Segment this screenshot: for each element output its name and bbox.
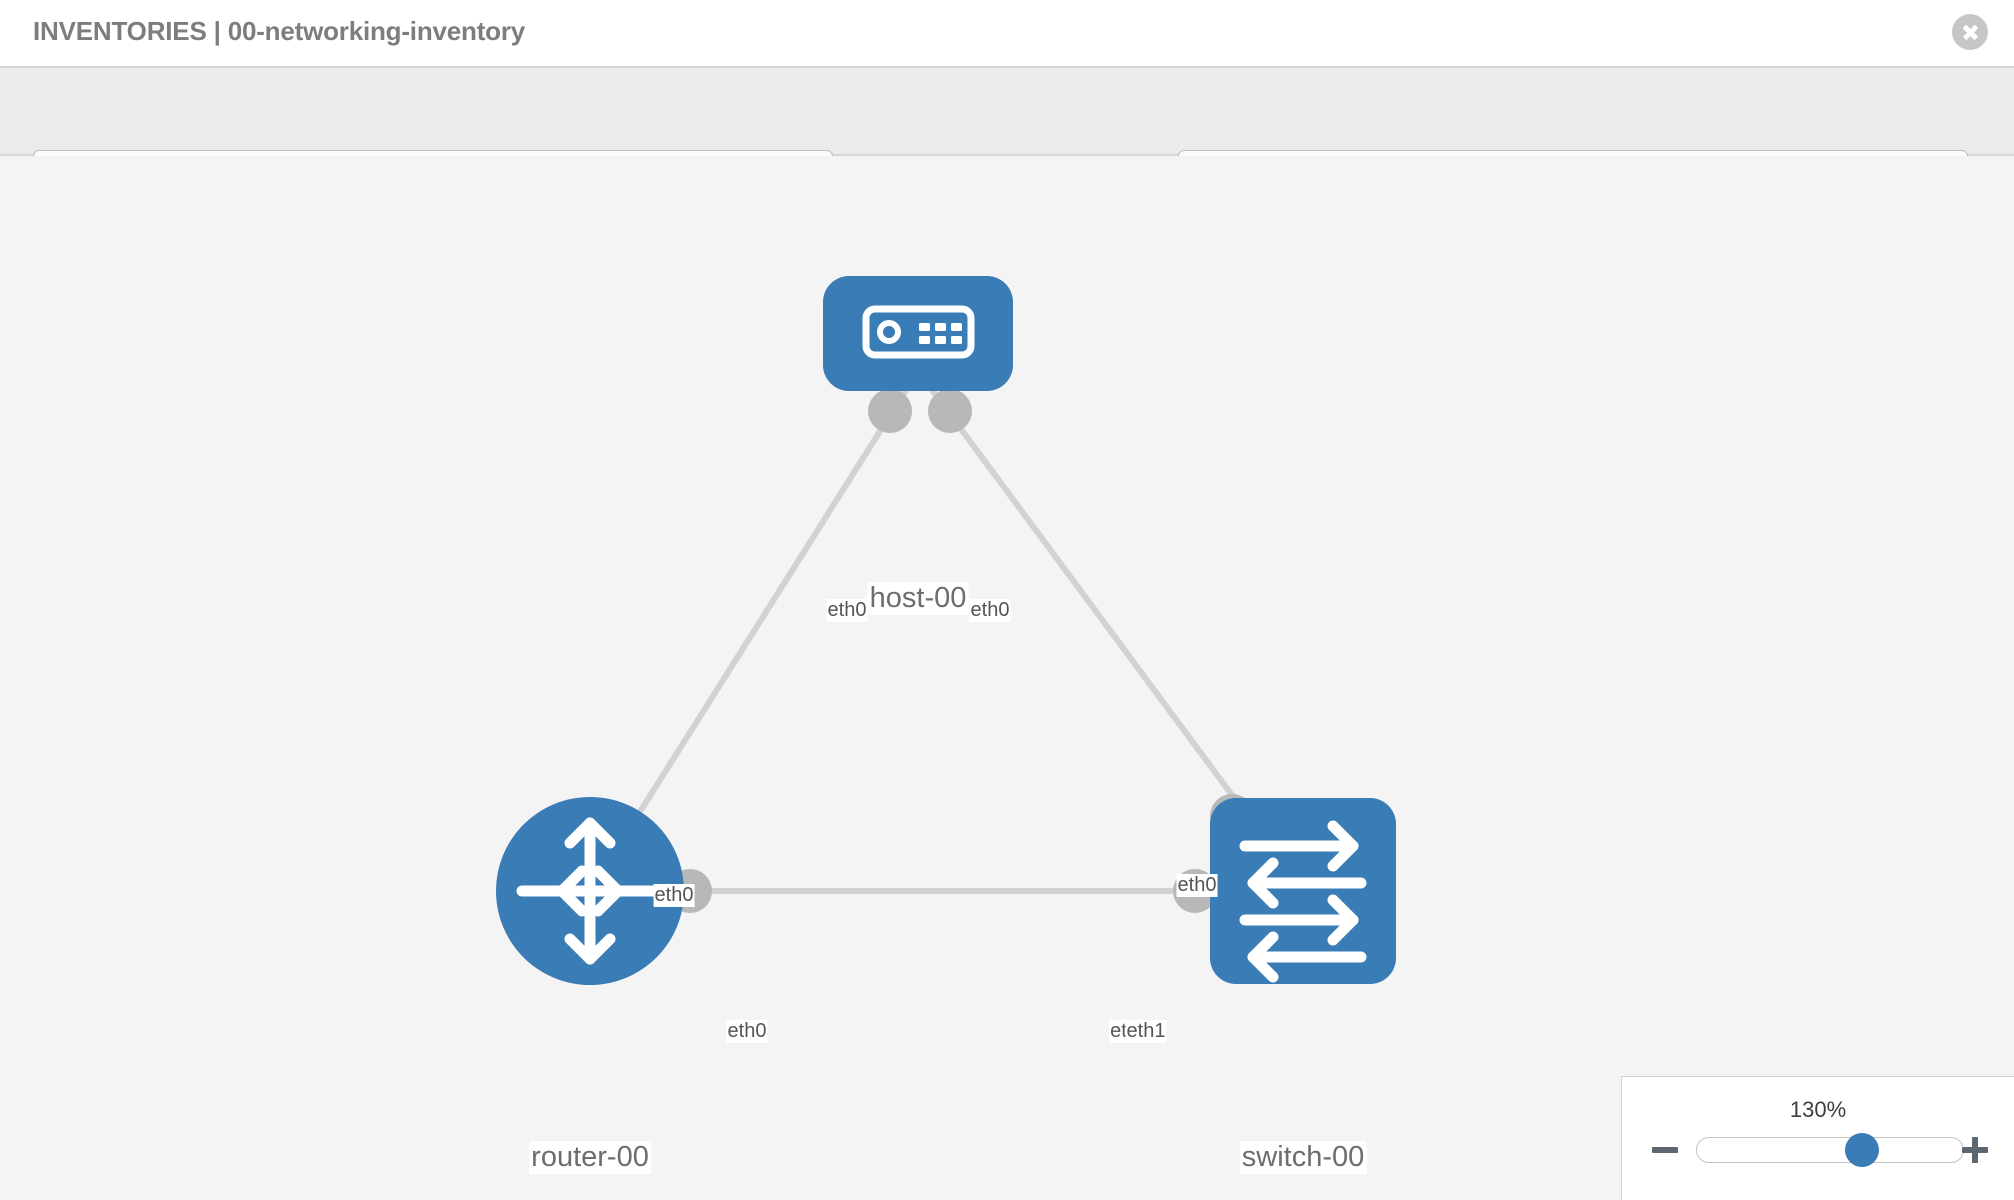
node-label-switch-00: switch-00 (1239, 1141, 1367, 1174)
topology-canvas[interactable]: eth0 eth0 eth0 eth0 eth0 eth eth1 host-0… (0, 156, 2014, 1200)
close-icon[interactable] (1952, 14, 1988, 50)
toolbar: ACTIONS SEARCH (0, 68, 2014, 202)
iface-label-switch-host: eth0 (1176, 874, 1218, 897)
node-switch-00[interactable] (1210, 798, 1396, 984)
zoom-control-panel: 130% (1621, 1076, 2014, 1200)
switch-arrows-icon (1239, 820, 1367, 983)
iface-label-host-switch: eth0 (969, 599, 1011, 622)
node-router-00[interactable] (496, 797, 684, 985)
node-host-00[interactable] (823, 276, 1013, 391)
interface-ports (668, 389, 1254, 913)
page-header: INVENTORIES | 00-networking-inventory (0, 0, 2014, 68)
link-lines (587, 369, 1306, 894)
page-title: INVENTORIES | 00-networking-inventory (33, 16, 526, 46)
zoom-slider-thumb[interactable] (1844, 1133, 1879, 1167)
iface-label-host-router: eth0 (826, 599, 868, 622)
link-host-router (587, 369, 921, 893)
router-arrows-icon (516, 817, 664, 965)
topology-graph[interactable] (0, 156, 2014, 1200)
node-label-host-00: host-00 (867, 582, 969, 615)
iface-label-switch-router: eth1 (1125, 1020, 1167, 1043)
port-host-right (928, 389, 972, 433)
iface-label-router-host: eth0 (653, 884, 695, 907)
node-label-router-00: router-00 (529, 1141, 651, 1174)
zoom-in-button[interactable] (1960, 1135, 1990, 1165)
zoom-level-value: 130% (1789, 1097, 1847, 1122)
iface-label-router-switch: eth0 (726, 1020, 768, 1043)
server-rack-icon (862, 305, 975, 359)
zoom-slider-track[interactable] (1696, 1133, 1964, 1167)
port-host-left (868, 389, 912, 433)
zoom-out-button[interactable] (1650, 1135, 1680, 1165)
